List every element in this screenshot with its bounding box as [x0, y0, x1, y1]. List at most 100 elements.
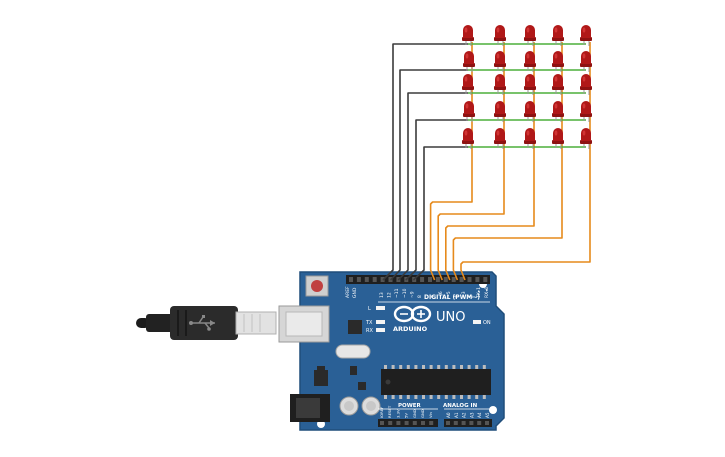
chip-pin	[384, 365, 387, 369]
red-led[interactable]	[580, 74, 592, 95]
header-socket[interactable]	[421, 421, 425, 425]
chip-pin	[482, 365, 486, 369]
red-led[interactable]	[494, 128, 506, 149]
digital-pin-label: ~6	[438, 291, 444, 298]
chip-pin	[444, 365, 448, 369]
red-led[interactable]	[552, 74, 564, 95]
header-socket[interactable]	[453, 421, 458, 425]
led-rx-label: RX	[366, 328, 373, 334]
chip-pin	[437, 365, 441, 369]
header-socket[interactable]	[475, 277, 480, 282]
chip-pin	[467, 365, 471, 369]
usb-b-connector-metal	[235, 311, 277, 335]
digital-pin-label: 8	[417, 295, 423, 298]
red-led[interactable]	[552, 128, 564, 149]
anode-wire[interactable]	[429, 42, 473, 281]
anode-wire[interactable]	[460, 42, 591, 281]
red-led[interactable]	[580, 101, 592, 122]
red-led[interactable]	[462, 74, 474, 95]
anode-wire[interactable]	[437, 42, 505, 281]
chip-pin	[460, 365, 463, 369]
chip-pin	[406, 395, 410, 399]
header-socket[interactable]	[435, 277, 440, 282]
red-led[interactable]	[494, 25, 506, 46]
red-led[interactable]	[494, 101, 506, 122]
digital-pin-label: 12	[387, 292, 393, 298]
red-led[interactable]	[524, 51, 536, 72]
red-led[interactable]	[580, 51, 592, 72]
header-socket[interactable]	[388, 421, 393, 425]
chip-pin	[429, 395, 433, 399]
red-led[interactable]	[552, 51, 564, 72]
led-l-label: L	[368, 306, 371, 312]
red-led[interactable]	[552, 25, 564, 46]
chip-pin	[482, 395, 486, 399]
red-led[interactable]	[494, 51, 506, 72]
red-led[interactable]	[494, 74, 506, 95]
usb-cable[interactable]	[136, 306, 277, 340]
header-socket[interactable]	[483, 277, 488, 282]
chip-pin	[475, 365, 479, 369]
header-socket[interactable]	[446, 421, 450, 425]
cathode-wire[interactable]	[397, 92, 468, 281]
red-led[interactable]	[524, 128, 536, 149]
header-socket[interactable]	[459, 277, 464, 282]
header-socket[interactable]	[420, 277, 425, 282]
led-tx	[376, 320, 385, 324]
anode-wire[interactable]	[445, 42, 535, 281]
red-led[interactable]	[462, 128, 474, 149]
header-socket[interactable]	[364, 277, 369, 282]
header-socket[interactable]	[467, 277, 472, 282]
header-socket[interactable]	[428, 277, 432, 282]
red-led[interactable]	[580, 128, 592, 149]
cathode-wire[interactable]	[412, 146, 468, 281]
header-socket[interactable]	[404, 421, 409, 425]
on-label: ON	[483, 320, 491, 326]
analog-pin-label: A2	[462, 412, 467, 418]
header-socket[interactable]	[372, 277, 377, 282]
red-led[interactable]	[462, 25, 474, 46]
header-socket[interactable]	[443, 277, 448, 282]
chip-pin	[467, 395, 471, 399]
red-led[interactable]	[524, 74, 536, 95]
header-socket[interactable]	[349, 277, 353, 282]
header-socket[interactable]	[380, 421, 384, 425]
digital-header	[346, 275, 490, 284]
header-socket[interactable]	[469, 421, 474, 425]
mount-hole	[489, 406, 497, 414]
header-socket[interactable]	[461, 421, 466, 425]
power-pin-label: IOREF	[379, 407, 384, 418]
aref-label: AREF	[345, 286, 351, 298]
header-socket[interactable]	[356, 277, 361, 282]
cathode-wire[interactable]	[382, 43, 468, 281]
arduino-infinity-logo	[393, 305, 432, 323]
cathode-wires	[382, 43, 468, 281]
header-socket[interactable]	[396, 421, 401, 425]
red-led[interactable]	[580, 25, 592, 46]
usb-icon	[189, 315, 215, 331]
usb-interface-chip	[348, 320, 362, 334]
reset-button-icon[interactable]	[305, 275, 329, 297]
digital-pin-label: 4	[453, 295, 459, 298]
cathode-wire[interactable]	[405, 119, 468, 281]
red-led[interactable]	[463, 51, 475, 72]
red-led[interactable]	[552, 101, 564, 122]
header-socket[interactable]	[485, 421, 489, 425]
header-socket[interactable]	[477, 421, 482, 425]
red-led[interactable]	[524, 25, 536, 46]
header-socket[interactable]	[451, 277, 456, 282]
power-header-label: POWER	[398, 403, 422, 409]
power-pin-label: 5V	[404, 413, 409, 418]
header-socket[interactable]	[412, 421, 417, 425]
led-tx-label: TX	[365, 320, 373, 326]
atmega-chip	[381, 369, 491, 395]
chip-pin	[422, 395, 425, 399]
red-led[interactable]	[463, 101, 475, 122]
cathode-wire[interactable]	[390, 69, 468, 281]
header-socket[interactable]	[429, 421, 434, 425]
analog-pin-label: A3	[469, 412, 474, 418]
analog-pin-label: A0	[446, 412, 451, 418]
red-led[interactable]	[524, 101, 536, 122]
anode-wire[interactable]	[452, 42, 563, 281]
